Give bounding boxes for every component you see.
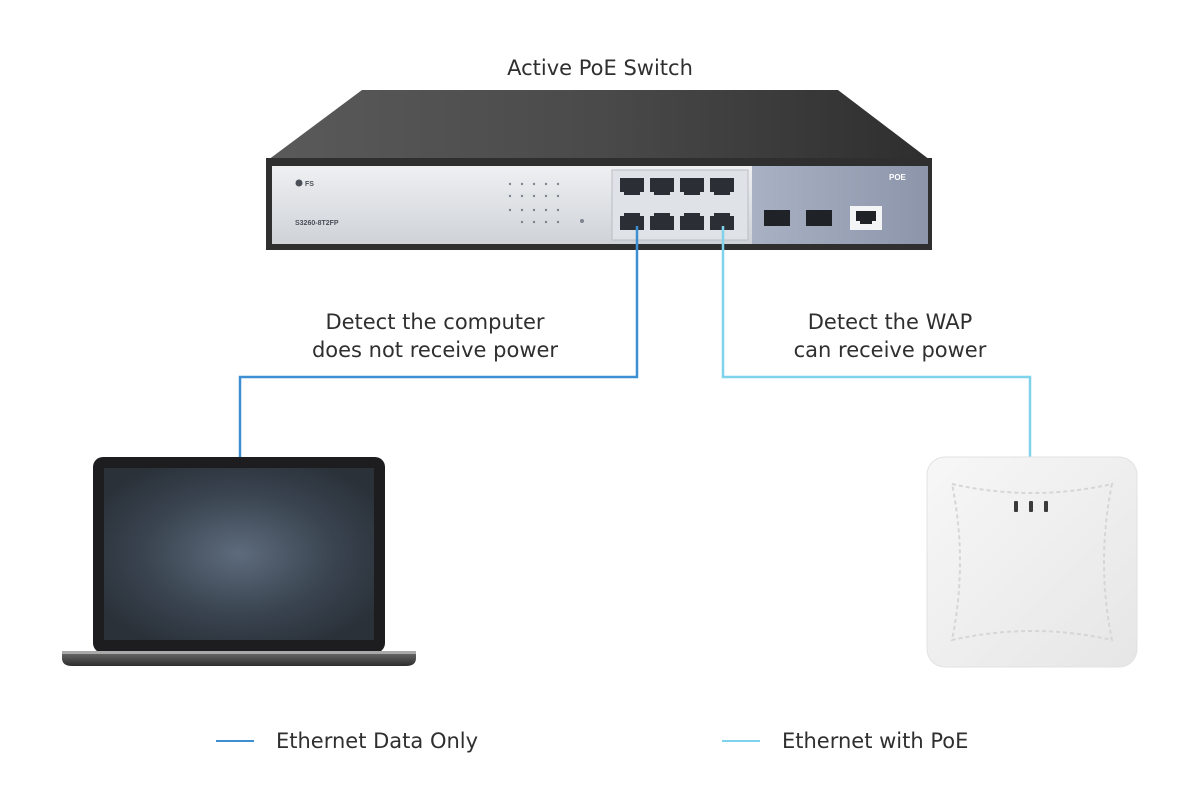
switch-model: S3260-8T2FP <box>295 220 339 227</box>
ethernet-data-only-cable <box>238 226 639 462</box>
laptop-computer <box>62 457 416 666</box>
legend-data-only-label: Ethernet Data Only <box>276 729 479 753</box>
switch-top <box>268 90 930 160</box>
switch-brand: FS <box>305 181 314 188</box>
console-port <box>850 206 882 230</box>
laptop-screen <box>104 468 374 640</box>
computer-link-label-line1: Detect the computer <box>325 310 545 334</box>
wap-outline <box>950 482 1114 642</box>
wap-link-label-line2: can receive power <box>793 338 987 362</box>
wap-led-icon <box>1014 501 1048 512</box>
laptop-base <box>62 652 416 666</box>
wap-body <box>926 456 1138 668</box>
wireless-access-point <box>926 456 1138 668</box>
rj45-ports <box>620 178 734 230</box>
led-indicators <box>508 182 584 224</box>
ethernet-poe-cable <box>721 226 1032 458</box>
switch-poe-badge: POE <box>889 173 907 182</box>
computer-link-label-line2: does not receive power <box>311 338 559 362</box>
sfp-ports <box>764 210 832 226</box>
fs-logo-icon <box>295 179 303 187</box>
wap-link-label: Detect the WAP can receive power <box>740 308 1040 364</box>
switch-poe-panel <box>752 166 928 244</box>
wap-link-label-line1: Detect the WAP <box>807 310 973 334</box>
legend-poe-swatch <box>722 740 760 742</box>
computer-link-label: Detect the computer does not receive pow… <box>280 308 590 364</box>
legend-data-only-swatch <box>216 740 254 742</box>
diagram-title: Active PoE Switch <box>507 56 693 80</box>
poe-switch: FS S3260-8T2FP POE <box>266 90 932 250</box>
legend-poe-label: Ethernet with PoE <box>782 729 969 753</box>
